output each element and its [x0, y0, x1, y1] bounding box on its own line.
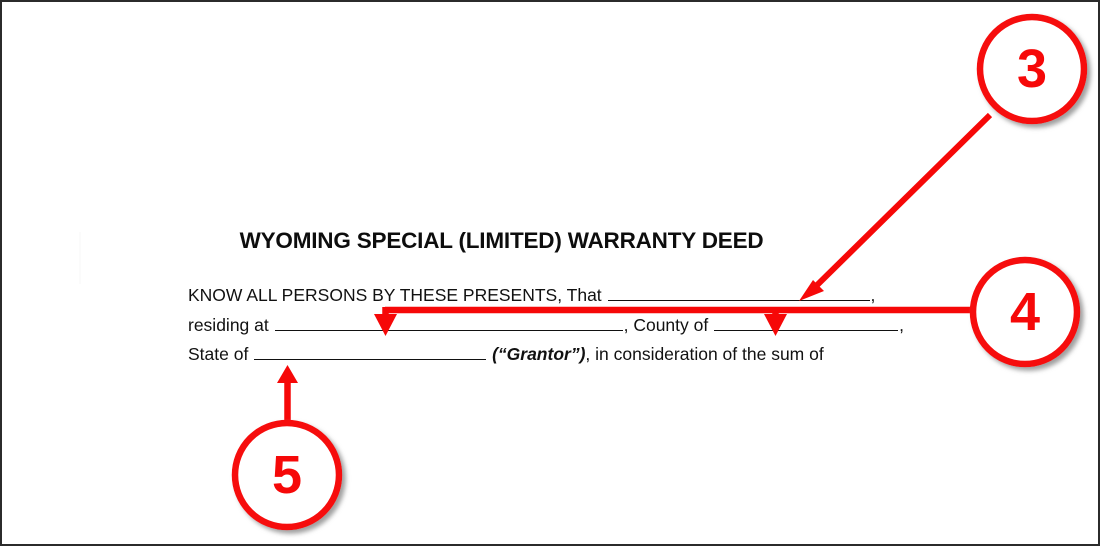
- document-title: WYOMING SPECIAL (LIMITED) WARRANTY DEED: [2, 228, 1098, 254]
- line2-lead-text: residing at: [188, 315, 274, 335]
- document-paragraph-line-3: State of (“Grantor”), in consideration o…: [188, 344, 824, 364]
- state-blank[interactable]: [254, 344, 487, 360]
- scan-artifact-mark: [79, 232, 81, 284]
- callout-3-pointer: [799, 112, 993, 301]
- document-paragraph-line-1: KNOW ALL PERSONS BY THESE PRESENTS, That…: [188, 285, 875, 305]
- line2-middle-text: , County of: [623, 315, 714, 335]
- grantor-name-blank[interactable]: [607, 285, 870, 301]
- grantor-definition-tag: (“Grantor”): [492, 344, 586, 364]
- callout-5-pointer: [277, 365, 298, 424]
- line3-trailing-text: , in consideration of the sum of: [585, 344, 824, 364]
- line3-lead-text: State of: [188, 344, 254, 364]
- callout-number-3: 3: [1016, 39, 1048, 99]
- line1-trailing-comma: ,: [870, 285, 876, 305]
- line2-trailing-comma: ,: [899, 315, 904, 335]
- county-blank[interactable]: [714, 315, 899, 331]
- document-paragraph-line-2: residing at , County of ,: [188, 315, 904, 335]
- callout-number-4: 4: [1009, 282, 1041, 342]
- document-title-text: WYOMING SPECIAL (LIMITED) WARRANTY DEED: [239, 228, 764, 253]
- address-blank[interactable]: [274, 315, 623, 331]
- callout-number-5: 5: [271, 445, 303, 505]
- line1-lead-text: KNOW ALL PERSONS BY THESE PRESENTS, That: [188, 285, 607, 305]
